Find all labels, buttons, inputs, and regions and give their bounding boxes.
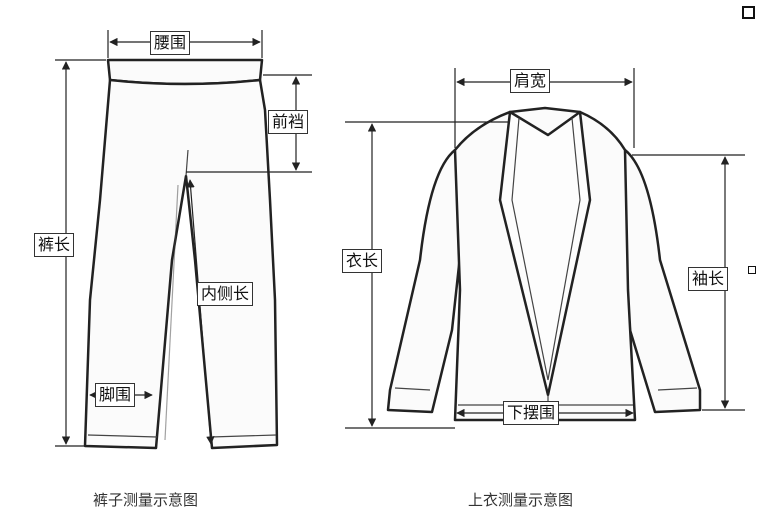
jacket-length-dimension	[345, 121, 510, 429]
shoulder-label: 肩宽	[510, 69, 551, 93]
front-rise-label: 前裆	[268, 110, 309, 134]
pants-length-label: 裤长	[34, 233, 75, 257]
sleeve-label: 袖长	[688, 267, 729, 291]
jacket-outline	[386, 106, 702, 422]
pants-caption: 裤子测量示意图	[93, 491, 199, 509]
top-caption: 上衣测量示意图	[468, 491, 574, 509]
pants-hem-label: 脚围	[95, 383, 136, 407]
small-square-icon	[748, 266, 756, 274]
inseam-label: 内侧长	[197, 282, 254, 306]
jacket-hem-label: 下摆围	[503, 401, 560, 425]
corner-square-icon	[742, 6, 755, 19]
jacket-length-label: 衣长	[342, 249, 383, 273]
inseam-dimension	[186, 179, 215, 445]
waist-label: 腰围	[150, 31, 191, 55]
